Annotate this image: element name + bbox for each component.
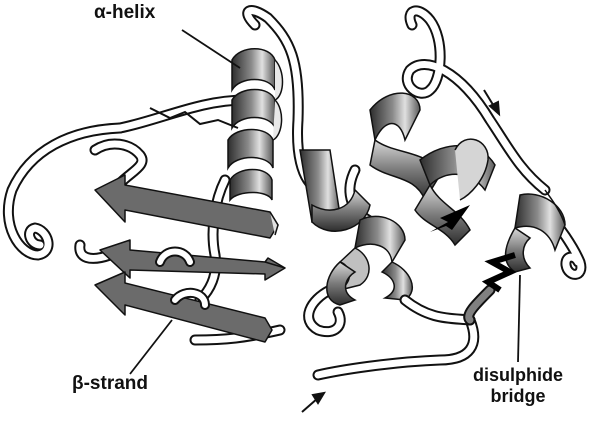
alpha-helix-left <box>227 48 284 203</box>
label-disulphide-line1: disulphide <box>473 365 563 385</box>
label-alpha-helix: α-helix <box>94 2 156 23</box>
internal-arrow-icon <box>430 205 470 232</box>
alpha-helix-right <box>504 189 566 273</box>
label-beta-strand: β-strand <box>72 373 148 394</box>
linker-zigzag <box>149 107 239 129</box>
beta-strand-3 <box>94 271 273 343</box>
disulphide-bridge <box>481 252 517 293</box>
coil-backbone <box>2 5 587 381</box>
label-disulphide-line2: bridge <box>490 386 546 406</box>
label-leaders <box>129 29 521 375</box>
alpha-helix-lower <box>326 215 413 306</box>
label-disulphide-bridge: disulphide bridge <box>466 365 570 407</box>
alpha-helix-center <box>299 92 496 247</box>
direction-arrows <box>301 89 501 413</box>
